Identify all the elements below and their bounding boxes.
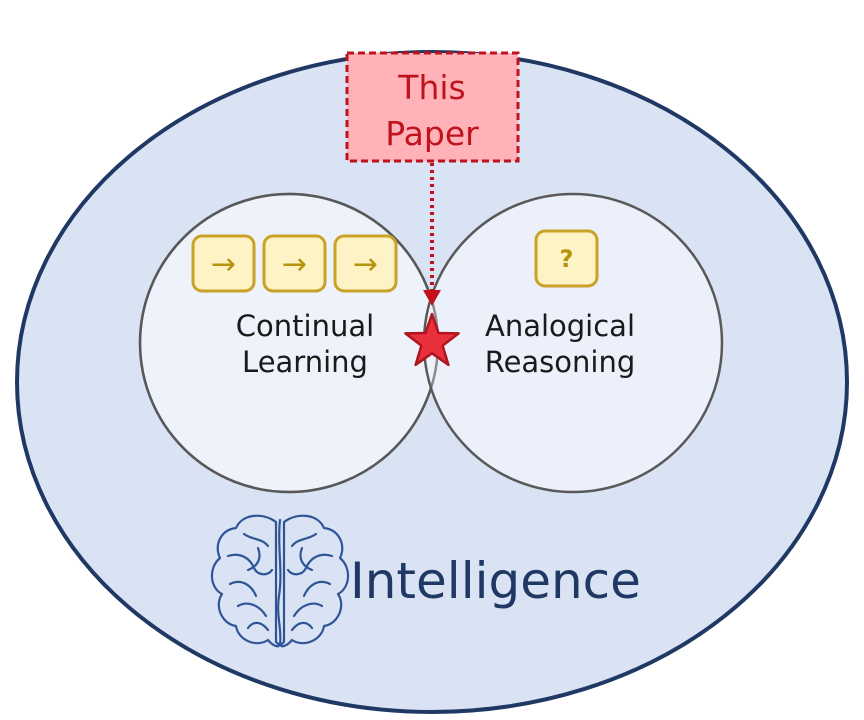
intelligence-label: Intelligence: [350, 552, 641, 610]
analogical-label-line-2: Reasoning: [485, 345, 636, 379]
sequence-tiles: → → →: [191, 234, 398, 293]
arrow-icon: →: [211, 247, 236, 282]
callout-arrowhead: [423, 290, 441, 306]
star-icon: [404, 312, 460, 367]
callout-line-1: This: [397, 68, 465, 107]
brain-icon: [210, 514, 350, 648]
question-tile: [534, 229, 599, 288]
question-mark-icon: ?: [560, 245, 574, 273]
callout-line-2: Paper: [385, 114, 479, 153]
arrow-icon: →: [282, 247, 307, 282]
continual-label-line-2: Learning: [242, 345, 368, 379]
arrow-tile: [191, 234, 256, 293]
analogical-label-line-1: Analogical: [485, 309, 635, 343]
arrow-tile: [262, 234, 327, 293]
continual-label-line-1: Continual: [236, 309, 374, 343]
this-paper-callout: [345, 51, 520, 163]
arrow-tile: [333, 234, 398, 293]
arrow-icon: →: [353, 247, 378, 282]
